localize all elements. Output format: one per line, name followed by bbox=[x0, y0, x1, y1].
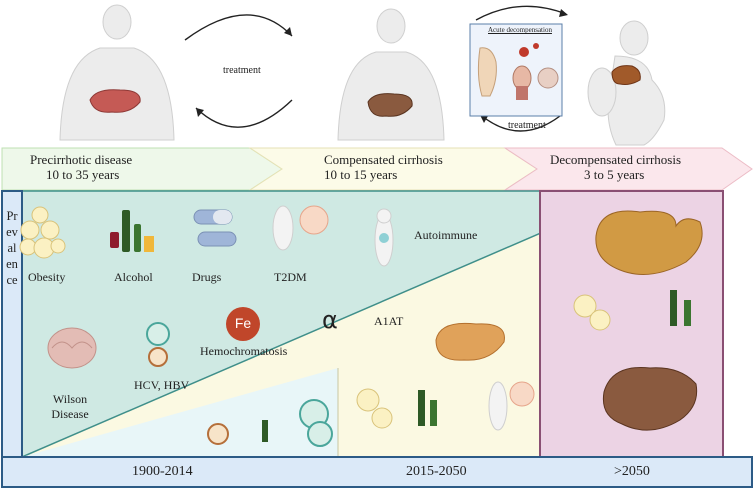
treatment-label-right: treatment bbox=[508, 120, 546, 131]
inset-title: Acute decompensation bbox=[488, 26, 552, 34]
cirrhotic-liver-small bbox=[435, 322, 505, 361]
yellow-region-icons bbox=[356, 381, 535, 431]
arrow-to-compensated-head bbox=[284, 27, 292, 36]
stage-1-duration: 10 to 35 years bbox=[46, 167, 120, 182]
alcohol-icon bbox=[110, 210, 154, 252]
iron-symbol: Fe bbox=[234, 315, 252, 331]
pink-region-icons bbox=[573, 210, 703, 431]
t2dm-icon bbox=[272, 205, 329, 251]
stage-2-duration: 10 to 15 years bbox=[324, 167, 398, 182]
t2dm-label: T2DM bbox=[274, 270, 307, 284]
arrow-to-compensated bbox=[184, 14, 293, 41]
stage-3-title: Decompensated cirrhosis bbox=[550, 152, 682, 167]
stage-2-title: Compensated cirrhosis bbox=[324, 152, 443, 167]
region-light-blue bbox=[22, 368, 338, 457]
autoimmune-label: Autoimmune bbox=[414, 228, 478, 242]
arrow-back-compensated bbox=[481, 115, 561, 132]
arrow-to-decompensation bbox=[475, 5, 567, 21]
hcv-hbv-label: HCV, HBV bbox=[134, 378, 190, 392]
hemochromatosis-label: Hemochromatosis bbox=[200, 344, 288, 358]
timeline-period-2: 2015-2050 bbox=[406, 464, 467, 479]
stage-3-duration: 3 to 5 years bbox=[584, 167, 645, 182]
light-blue-region-icons bbox=[207, 399, 333, 447]
iron-icon bbox=[226, 307, 260, 341]
arrow-back-compensated-head bbox=[480, 115, 488, 123]
autoimmune-icon bbox=[374, 208, 394, 267]
wilson-label: Wilson Disease bbox=[51, 392, 89, 421]
drugs-icon bbox=[193, 209, 237, 247]
inset-illustration bbox=[477, 43, 559, 100]
treatment-label-left: treatment bbox=[223, 65, 261, 76]
decompensated-liver-icon bbox=[611, 65, 641, 85]
timeline-period-3: >2050 bbox=[614, 464, 650, 479]
a1at-label: A1AT bbox=[374, 314, 404, 328]
healthy-liver-icon bbox=[89, 89, 141, 113]
virus-icon bbox=[146, 322, 170, 367]
timeline-bar bbox=[1, 456, 753, 488]
alpha-symbol: α bbox=[322, 306, 338, 334]
person-compensated-figure bbox=[337, 8, 445, 141]
brain-icon bbox=[47, 327, 97, 369]
obesity-icon bbox=[19, 206, 66, 259]
prevalence-label: Prevalence bbox=[6, 209, 18, 287]
arrow-to-decompensation-head bbox=[559, 9, 568, 17]
stage-1-title: Precirrhotic disease bbox=[30, 152, 133, 167]
arrow-back-healthy bbox=[195, 99, 293, 128]
cirrhotic-liver-icon bbox=[367, 93, 413, 117]
drugs-label: Drugs bbox=[192, 270, 222, 284]
timeline-period-1: 1900-2014 bbox=[132, 464, 193, 479]
arrow-back-healthy-head bbox=[196, 108, 204, 117]
obesity-label: Obesity bbox=[28, 270, 66, 284]
person-healthy-figure bbox=[59, 4, 175, 141]
alcohol-label: Alcohol bbox=[114, 270, 153, 284]
